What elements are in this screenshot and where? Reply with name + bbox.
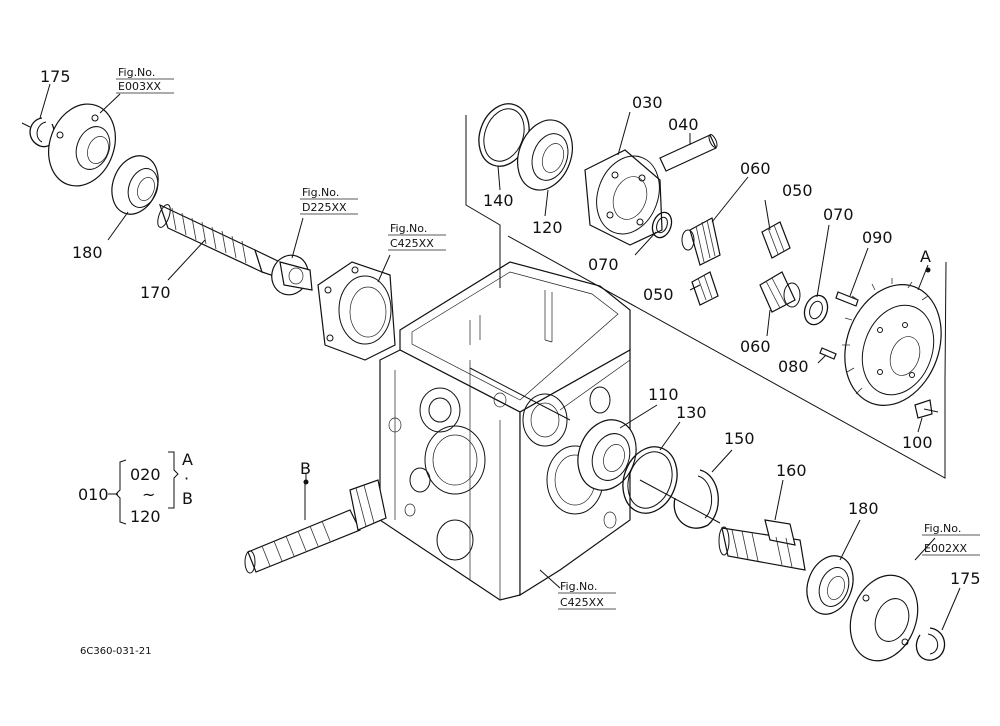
assembly-lines xyxy=(465,115,947,524)
key-to: 120 xyxy=(130,507,161,526)
washer-070-right xyxy=(803,294,829,326)
key-tilde: ~ xyxy=(142,485,155,504)
key-main: 010 xyxy=(78,485,109,504)
label-040: 040 xyxy=(668,115,699,134)
label-160: 160 xyxy=(776,461,807,480)
label-150: 150 xyxy=(724,429,755,448)
leader-lines xyxy=(39,83,961,631)
label-170: 170 xyxy=(140,283,171,302)
label-175-bottom: 175 xyxy=(950,569,981,588)
label-175-top: 175 xyxy=(40,67,71,86)
fig-c425a-code: C425XX xyxy=(390,237,434,250)
label-060-bottom: 060 xyxy=(740,337,771,356)
part-labels: 175 180 170 140 120 030 040 060 050 070 … xyxy=(40,67,981,588)
shaft-170 xyxy=(157,203,287,281)
label-030: 030 xyxy=(632,93,663,112)
gearbox-housing xyxy=(379,261,631,601)
marker-b-dot xyxy=(303,479,309,485)
fig-e003-code: E003XX xyxy=(118,80,161,93)
ring-gear-a xyxy=(842,278,942,406)
fig-ref-c425-top: Fig.No. C425XX xyxy=(388,222,446,251)
cover-e002 xyxy=(849,574,919,662)
shaft-160 xyxy=(718,519,806,571)
fig-e002-title: Fig.No. xyxy=(924,522,961,535)
bearing-110 xyxy=(577,419,637,491)
key-from: 020 xyxy=(130,465,161,484)
cover-e003 xyxy=(48,103,116,187)
differential-case-030 xyxy=(584,149,663,246)
pinion-050-bottom xyxy=(691,271,719,306)
label-060-top: 060 xyxy=(740,159,771,178)
label-050-bottom: 050 xyxy=(643,285,674,304)
fig-c425b-title: Fig.No. xyxy=(560,580,597,593)
washer-070-left xyxy=(651,211,673,239)
assembly-key: 010 020 ~ 120 A · B xyxy=(78,450,193,526)
bearing-180-right xyxy=(806,555,854,615)
label-180-left: 180 xyxy=(72,243,103,262)
fig-d225-title: Fig.No. xyxy=(302,186,339,199)
key-ref-b: B xyxy=(182,489,193,508)
pin-040 xyxy=(659,134,718,172)
label-140: 140 xyxy=(483,191,514,210)
label-080: 080 xyxy=(778,357,809,376)
bearing-120-top xyxy=(517,119,573,191)
marker-a-dot xyxy=(925,267,931,273)
bearing-180-left xyxy=(111,155,159,215)
drawing-code: 6C360-031-21 xyxy=(80,646,151,657)
fig-c425a-title: Fig.No. xyxy=(390,222,427,235)
snap-ring-150 xyxy=(673,469,719,529)
label-b: B xyxy=(300,459,311,478)
snap-ring-175-bottom xyxy=(915,627,946,661)
input-shaft-b xyxy=(244,479,387,574)
pin-080 xyxy=(819,347,837,360)
coupling-d225 xyxy=(271,254,313,296)
label-100: 100 xyxy=(902,433,933,452)
fig-e003-title: Fig.No. xyxy=(118,66,155,79)
side-gear-060-bottom xyxy=(759,271,801,313)
label-110: 110 xyxy=(648,385,679,404)
fig-e002-code: E002XX xyxy=(924,542,967,555)
fig-ref-e002: Fig.No. E002XX xyxy=(922,522,980,556)
label-a-top: A xyxy=(920,247,931,266)
fig-ref-c425-bottom: Fig.No. C425XX xyxy=(558,580,616,610)
label-130: 130 xyxy=(676,403,707,422)
fig-ref-e003: Fig.No. E003XX xyxy=(116,66,174,94)
label-090: 090 xyxy=(862,228,893,247)
label-070-right: 070 xyxy=(823,205,854,224)
label-050-top: 050 xyxy=(782,181,813,200)
fig-ref-d225: Fig.No. D225XX xyxy=(300,186,358,215)
fig-d225-code: D225XX xyxy=(302,201,347,214)
bolt-100 xyxy=(914,399,939,419)
flange-c425 xyxy=(317,261,396,361)
label-120-top: 120 xyxy=(532,218,563,237)
key-ref-a: A xyxy=(182,450,193,469)
pinion-050-top xyxy=(761,221,791,259)
label-180-right: 180 xyxy=(848,499,879,518)
fig-c425b-code: C425XX xyxy=(560,596,604,609)
key-dot: · xyxy=(184,469,189,488)
label-070-left: 070 xyxy=(588,255,619,274)
pin-090 xyxy=(835,291,859,307)
side-gear-060-top xyxy=(681,217,721,266)
